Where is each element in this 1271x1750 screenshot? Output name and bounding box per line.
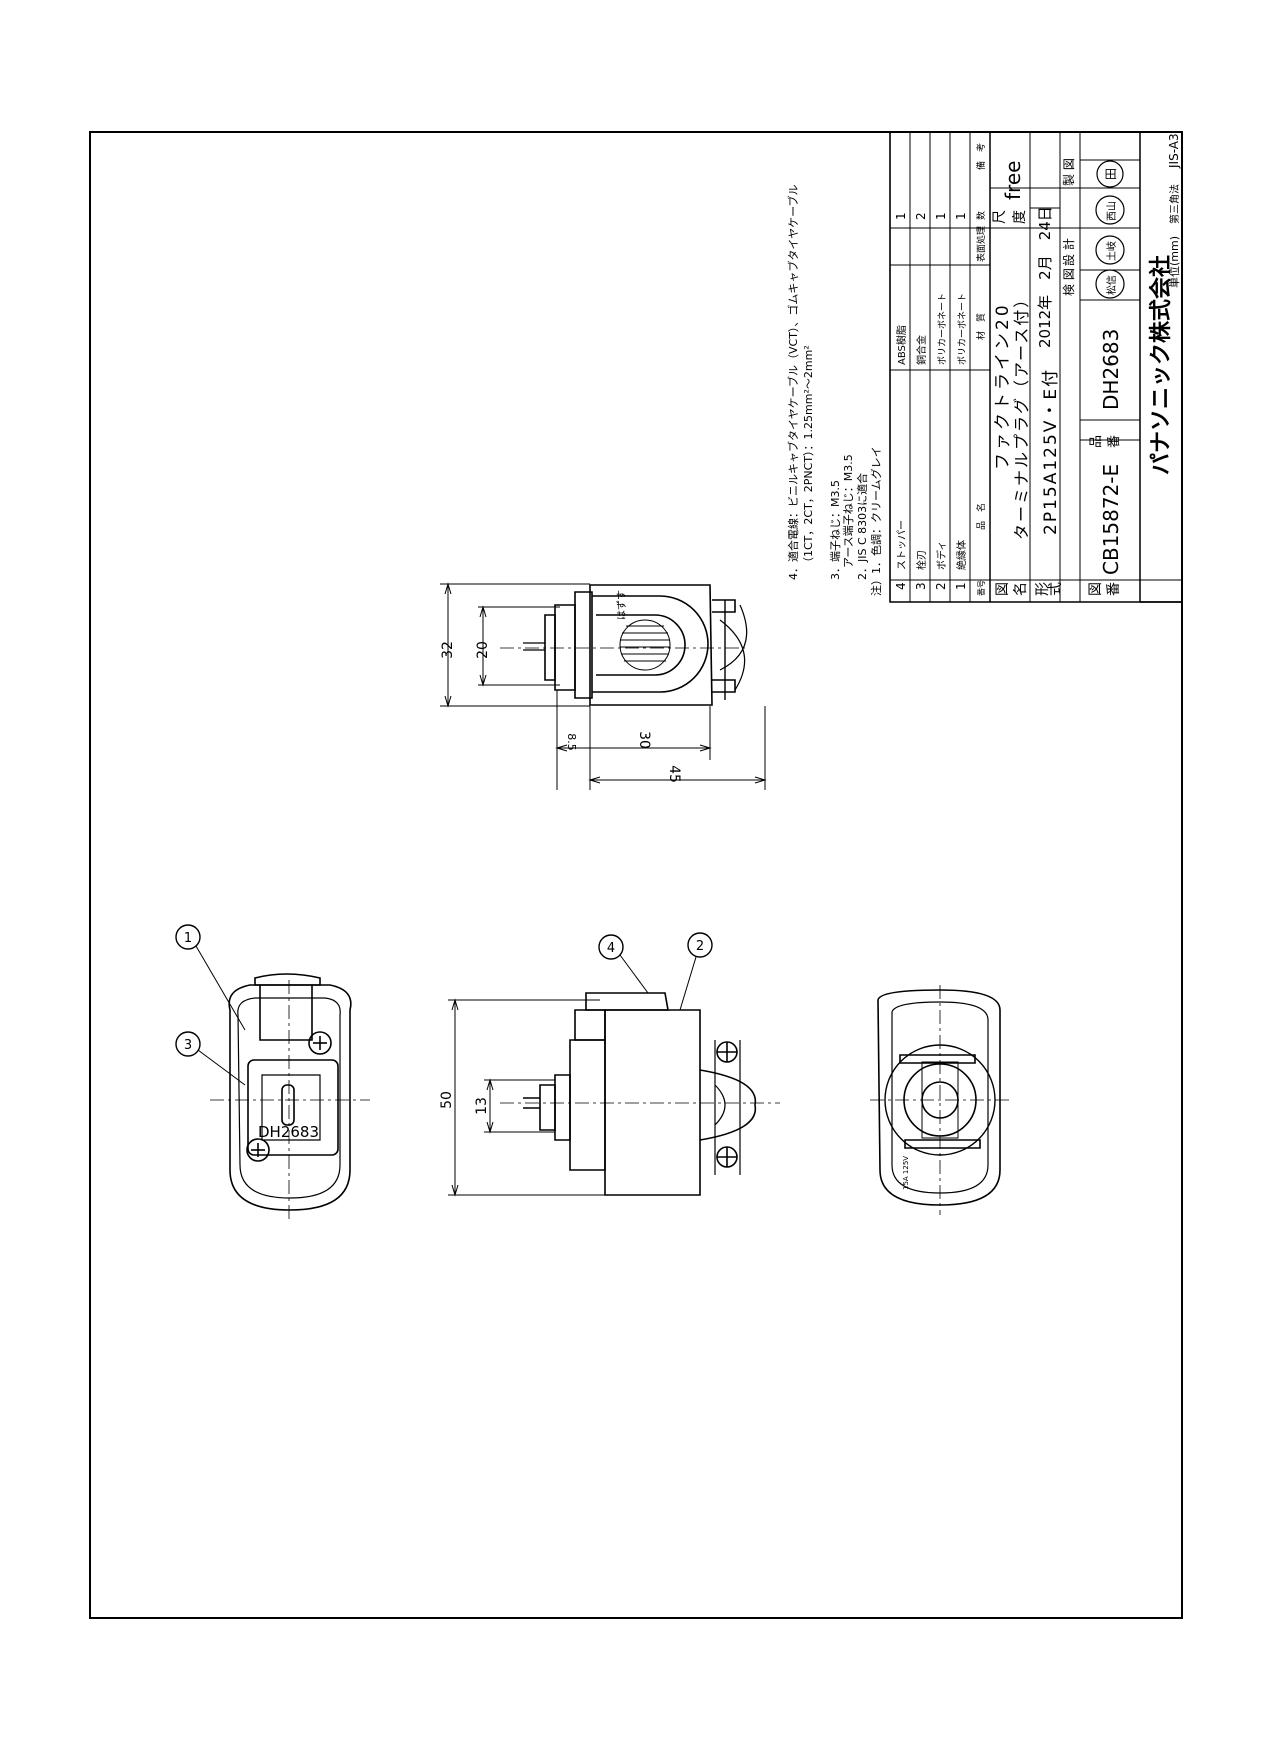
row4-qty: 1	[894, 212, 908, 220]
row1-material: ポリカーボネート	[957, 293, 968, 365]
sheet-frame	[89, 131, 1183, 1619]
date-value: 2012年 2月 24日	[1036, 206, 1054, 348]
stamp-4: 田	[1096, 160, 1124, 188]
svg-text:松信: 松信	[1105, 275, 1118, 295]
row1-qty: 1	[954, 212, 968, 220]
dim-20: 20	[475, 641, 491, 659]
drawing-no: CB15872-E	[1099, 464, 1123, 575]
note-2: 2．JIS C 8303に適合	[855, 473, 869, 580]
stamp-design: 土岐	[1095, 235, 1125, 265]
side-view-dimensions	[448, 998, 605, 1197]
svg-text:3: 3	[184, 1038, 192, 1053]
note-1: 注）1．色調：クリームグレイ	[869, 446, 883, 596]
header-remarks: 備 考	[975, 143, 987, 170]
bottom-view	[870, 985, 1010, 1215]
balloon-4: 4	[598, 934, 649, 994]
top-marking: はずす	[616, 590, 628, 620]
svg-text:1: 1	[184, 931, 192, 946]
note-3b: アース端子ねじ：M3.5	[842, 454, 855, 568]
row2-material: ポリカーボネート	[937, 293, 948, 365]
balloon-2: 2	[679, 932, 713, 1011]
row4-part: ストッパー	[896, 520, 908, 570]
svg-text:西山: 西山	[1106, 201, 1118, 221]
scale-value: free	[1001, 161, 1025, 200]
top-view	[500, 584, 748, 706]
unit-label: 単位(mm)	[1167, 236, 1181, 288]
svg-text:2: 2	[696, 939, 704, 954]
header-part: 品 名	[975, 503, 987, 530]
header-finish: 表面処理	[975, 226, 987, 262]
row3-qty: 2	[914, 212, 928, 220]
figname-label2: 名	[1013, 582, 1029, 596]
note-3: 3．端子ねじ：M3.5	[829, 480, 842, 580]
row3-part: 栓刃	[915, 550, 928, 570]
side-view	[500, 992, 780, 1196]
drawno-label1: 図	[1088, 582, 1104, 596]
draw-label: 製 図	[1062, 158, 1076, 186]
row4-no: 4	[894, 582, 908, 590]
header-no: 番号	[976, 580, 986, 596]
scale-label2: 度	[1012, 210, 1028, 224]
row1-part: 絶縁体	[955, 540, 968, 570]
header-qty: 数	[975, 211, 987, 220]
balloon-3: 3	[175, 1031, 246, 1086]
scale-label1: 尺	[992, 210, 1008, 224]
figure-name-line1: ファクトライン20	[993, 302, 1013, 470]
dim-30: 30	[636, 731, 652, 749]
stamp-draw: 西山	[1095, 195, 1125, 225]
top-view-dimensions	[440, 582, 767, 790]
paper-size: JIS-A3	[1167, 133, 1181, 169]
stamp-check: 松信	[1095, 269, 1125, 299]
dim-8-5: 8.5	[565, 733, 578, 751]
model-label2: 式	[1048, 582, 1064, 596]
bottom-marking: 15A 125V	[902, 1156, 910, 1190]
dim-32: 32	[440, 641, 456, 659]
projection-label: 第三角法	[1168, 184, 1181, 224]
check-label: 検 図	[1062, 268, 1076, 296]
note-4: 4．適合電線：ビニルキャブタイヤケーブル（VCT）、ゴムキャブタイヤケーブル	[786, 185, 800, 580]
figname-label1: 図	[995, 582, 1011, 596]
dim-50: 50	[439, 1091, 455, 1109]
header-material: 材 質	[975, 313, 987, 340]
model-label1: 形	[1035, 582, 1051, 596]
row2-no: 2	[934, 582, 948, 590]
product-no: DH2683	[1099, 329, 1123, 410]
row4-material: ABS樹脂	[895, 325, 908, 365]
company-name: パナソニック株式会社	[1148, 255, 1174, 475]
svg-text:4: 4	[607, 941, 615, 956]
figure-name-line2: ターミナルプラグ（アース付）	[1012, 290, 1031, 540]
dim-13: 13	[474, 1097, 490, 1115]
dim-45: 45	[666, 765, 682, 783]
front-marking: DH2683	[258, 1123, 319, 1141]
prodno-label1: 品	[1089, 435, 1104, 448]
row2-qty: 1	[934, 212, 948, 220]
notes: 注）1．色調：クリームグレイ 2．JIS C 8303に適合 3．端子ねじ：M3…	[786, 185, 883, 596]
row3-material: 銅合金	[915, 335, 928, 365]
row1-no: 1	[954, 582, 968, 590]
svg-text:田: 田	[1104, 168, 1118, 180]
balloon-1: 1	[175, 924, 246, 1031]
title-block	[889, 131, 1183, 603]
prodno-label2: 番	[1107, 435, 1122, 448]
drawno-label2: 番	[1106, 582, 1122, 596]
model-value: 2P15A125V・E付	[1041, 368, 1061, 535]
note-4b: （1CT，2CT，2PNCT）：1.25mm²～2mm²	[802, 345, 815, 568]
svg-text:土岐: 土岐	[1105, 241, 1118, 261]
row2-part: ボディ	[935, 541, 948, 570]
design-label: 設 計	[1061, 238, 1076, 266]
row3-no: 3	[914, 582, 928, 590]
front-view	[210, 973, 370, 1220]
